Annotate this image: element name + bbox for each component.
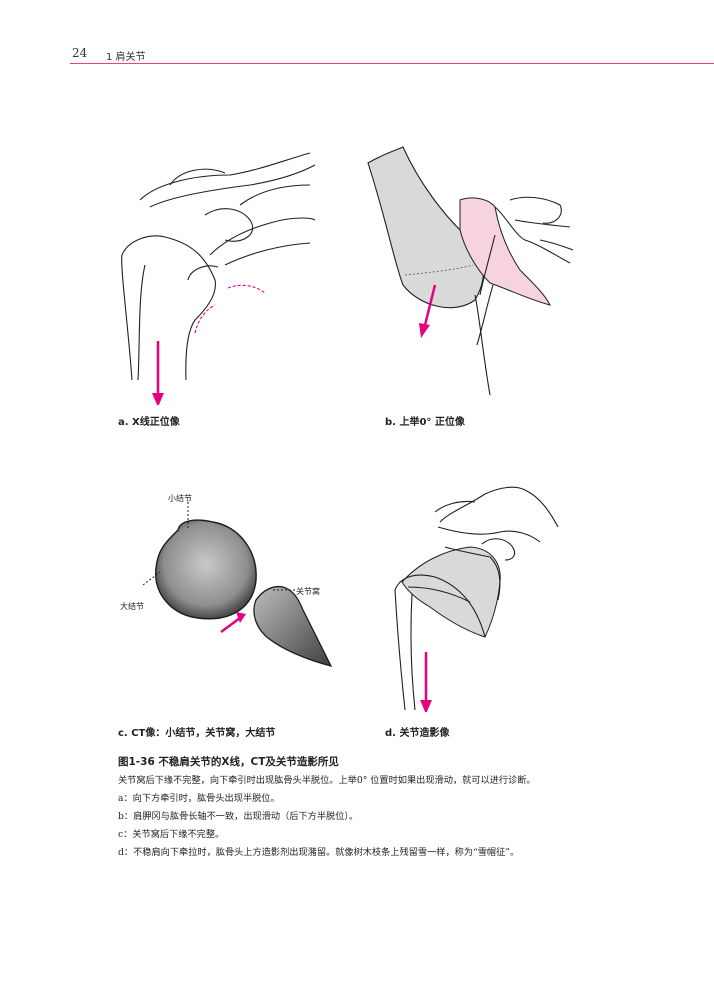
figure-a-xray [110,145,320,405]
callout-lesser-tubercle: 小结节 [168,494,192,503]
header-rule [70,63,714,64]
figure-d-drawing [394,486,559,712]
caption-paragraph: 关节窝后下缘不完整，向下牵引时出现肱骨头半脱位。上举0° 位置时如果出现滑动，就… [118,775,536,786]
callout-glenoid: 关节窝 [296,587,320,596]
caption-item-c: c：关节窝后下缘不完整。 [118,829,225,840]
figure-a-drawing [121,152,316,405]
figure-d-label: d. 关节造影像 [385,728,450,739]
figure-a-label: a. X线正位像 [118,417,180,428]
figure-c-ct [118,490,338,680]
chapter-title: 1 肩关节 [106,52,146,63]
caption-item-a: a：向下方牵引时，肱骨头出现半脱位。 [118,793,280,804]
caption-item-b: b：肩胛冈与肱骨长轴不一致，出现滑动（后下方半脱位）。 [118,811,359,822]
figure-b-label: b. 上举0° 正位像 [385,417,465,428]
figure-b-drawing [367,146,574,396]
figure-caption-body: 关节窝后下缘不完整，向下牵引时出现肱骨头半脱位。上举0° 位置时如果出现滑动，就… [118,772,588,862]
callout-greater-tubercle: 大结节 [120,602,144,611]
running-header: 24 1 肩关节 [70,46,714,66]
caption-item-d: d：不稳肩向下牵拉时，肱骨头上方造影剂出现潴留。就像树木枝条上残留雪一样，称为“… [118,847,520,858]
page-number: 24 [72,46,88,60]
figure-d-arthrogram [390,482,570,712]
figure-c-drawing [142,502,333,667]
figure-b-elevation [365,145,575,405]
figure-caption-title: 图1-36 不稳肩关节的X线，CT及关节造影所见 [118,756,339,768]
figure-c-label: c. CT像：小结节，关节窝，大结节 [118,728,276,739]
